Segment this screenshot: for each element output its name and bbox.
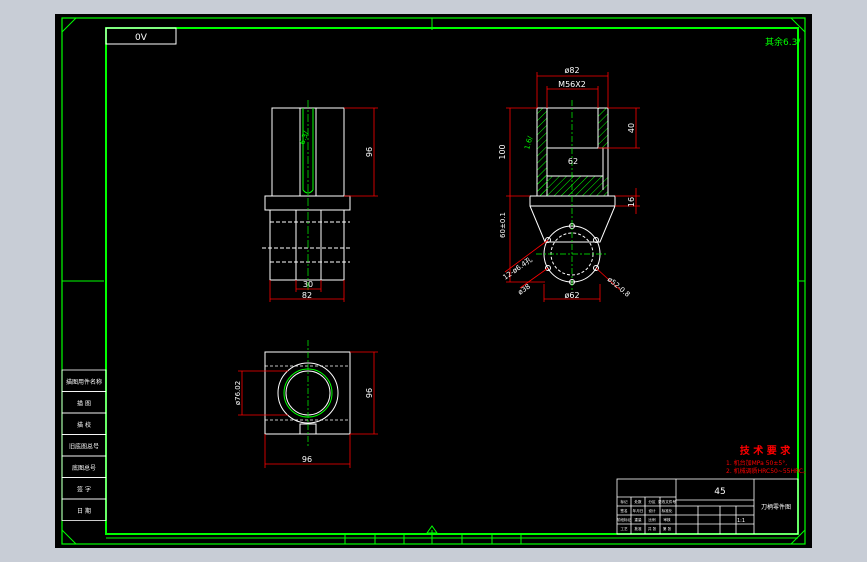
corner-tick-tr (790, 17, 806, 33)
front-dim-slot: 30 (303, 280, 313, 289)
corner-roughness-mark: 其余6.3∕ (765, 36, 801, 48)
section-dim-outer: ø82 (564, 66, 579, 75)
top-view (264, 340, 351, 446)
side-table-label: 描图用件名称 (66, 378, 102, 386)
title-block-cell-label: 分区 (648, 499, 656, 504)
title-scale: 1:1 (737, 518, 745, 524)
section-roughness: 1.6∕ (523, 135, 534, 151)
title-block-cell-label: 年月日 (633, 508, 644, 513)
notes-line-1: 1. 机台加MPa 50±5°, (726, 459, 787, 467)
corner-tick-bl (61, 529, 77, 545)
side-table-label: 描 图 (77, 399, 91, 407)
title-block-cell-label: 标准化 (662, 508, 673, 513)
front-view (262, 100, 352, 292)
section-dim-flange-h: 60±0.1 (499, 212, 507, 238)
section-dim-flange-thk: 16 (627, 197, 636, 207)
title-block-cell-label: 阶段标记 (617, 517, 632, 522)
title-block-cell-label: 比例 (648, 517, 656, 522)
title-block-cell-label: 标记 (620, 499, 628, 504)
side-table-label: 描 校 (77, 421, 91, 429)
code-box (105, 27, 177, 45)
top-dim-width: 96 (302, 455, 312, 464)
section-view-dims (504, 72, 640, 302)
notes-title: 技 术 要 求 (740, 444, 791, 457)
section-dim-top-depth: 40 (627, 123, 636, 133)
front-dim-base: 82 (302, 291, 312, 300)
section-dim-thread: M56X2 (558, 80, 586, 89)
corner-tick-br (790, 529, 806, 545)
side-table-label: 底图总号 (72, 464, 96, 472)
front-view-dims (269, 107, 378, 302)
section-dim-total: 100 (498, 144, 507, 159)
title-block-cell-label: 重量 (634, 517, 642, 522)
section-dim-bore: ø62 (564, 291, 579, 300)
code-box-text: 0V (135, 33, 148, 43)
center-arrow-bottom (426, 525, 438, 534)
title-block (616, 478, 799, 535)
title-block-cell-label: 工艺 (620, 526, 628, 531)
title-block-cell-label: 设计 (648, 508, 656, 513)
side-table-label: 日 期 (77, 507, 91, 515)
bottom-ruler (106, 534, 798, 544)
top-view-dims (238, 351, 378, 468)
title-block-cell-label: 第 张 (663, 526, 672, 531)
title-material: 45 (714, 487, 725, 497)
top-dim-inner: ø76.02 (234, 381, 242, 405)
section-view (529, 100, 616, 292)
side-table-cell (61, 498, 107, 521)
title-block-cells: 标记 处数 分区更改文件号签名年月日设计 标准化阶段标记重量 比例 审核工艺 批准 共 张 第 … (617, 499, 677, 531)
section-dim-inner: 62 (568, 157, 578, 166)
corner-tick-tl (61, 17, 77, 33)
title-block-cell-label: 更改文件号 (658, 499, 676, 504)
title-block-cell-label: 签名 (620, 508, 628, 513)
notes-line-2: 2. 机械调质HRC50~55HRC。 (726, 467, 809, 475)
side-table-label: 旧底图总号 (69, 442, 99, 450)
drawing-sheet (55, 14, 812, 548)
title-block-cell-label: 批准 (634, 526, 642, 531)
top-dim-height: 96 (365, 388, 374, 398)
title-block-cell-label: 共 张 (648, 526, 657, 531)
title-part-name: 刀柄零件图 (761, 503, 791, 511)
side-table-label: 签 字 (77, 485, 91, 493)
title-block-cell-label: 处数 (634, 499, 642, 504)
title-block-cell-label: 审核 (663, 517, 671, 522)
front-dim-height: 96 (365, 147, 374, 157)
